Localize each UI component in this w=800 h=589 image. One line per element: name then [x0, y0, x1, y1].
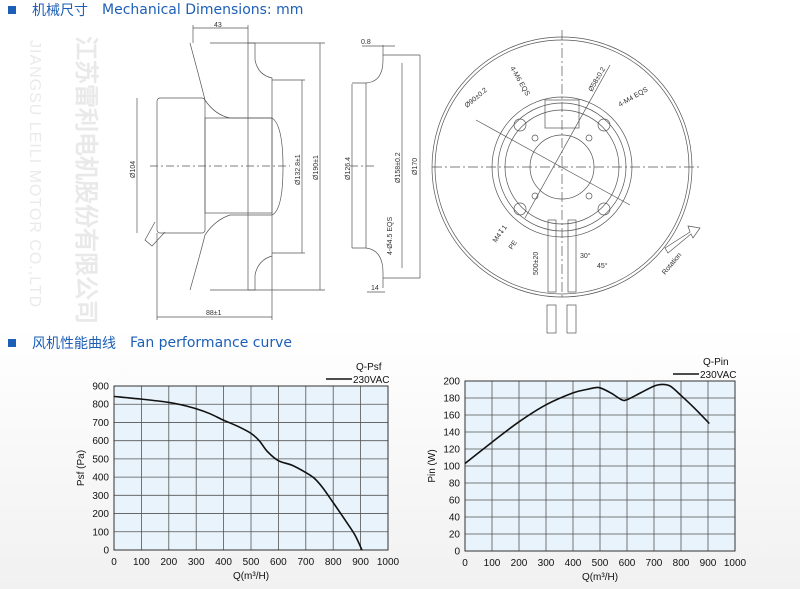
x-tick-label: 1000	[377, 557, 400, 568]
x-tick-label: 0	[111, 557, 117, 568]
heading-en: Mechanical Dimensions: mm	[102, 2, 304, 18]
y-tick-label: 900	[92, 382, 109, 393]
plot-border	[113, 385, 389, 551]
heading-cn: 机械尺寸	[32, 3, 88, 19]
x-axis-label: Q(m³/H)	[233, 571, 269, 582]
y-tick-label: 80	[449, 479, 461, 490]
x-tick-label: 200	[511, 558, 528, 569]
legend-label: 230VAC	[353, 375, 390, 386]
y-tick-label: 160	[443, 411, 460, 422]
bullet-square-icon	[8, 339, 16, 347]
y-tick-label: 100	[92, 527, 109, 538]
x-tick-label: 700	[646, 558, 663, 569]
dim-43: 43	[214, 22, 222, 29]
dim-d126: Ø126.4	[345, 157, 352, 180]
legend-title: Q-Psf	[356, 362, 382, 373]
x-tick-label: 600	[270, 557, 287, 568]
heading-mechanical: 机械尺寸 Mechanical Dimensions: mm	[8, 0, 303, 20]
x-tick-label: 900	[352, 557, 369, 568]
x-tick-label: 500	[243, 557, 260, 568]
x-axis-label: Q(m³/H)	[582, 572, 618, 583]
dim-88: 88±1	[206, 310, 222, 317]
x-tick-label: 800	[325, 557, 342, 568]
plot-border	[464, 380, 736, 552]
legend-title: Q-Pin	[703, 357, 729, 368]
x-tick-label: 300	[188, 557, 205, 568]
side-view	[136, 25, 325, 320]
y-tick-label: 200	[92, 509, 109, 520]
dim-d170: Ø170	[412, 158, 419, 175]
front-view	[431, 30, 701, 334]
x-tick-label: 200	[160, 557, 177, 568]
y-tick-label: 0	[103, 546, 109, 557]
series-line-230vac	[113, 395, 363, 551]
dim-d158: Ø158±0.2	[395, 152, 402, 183]
y-tick-label: 100	[443, 462, 460, 473]
y-tick-label: 200	[443, 377, 460, 388]
mechanical-drawing: 43 Ø104 Ø132.8±1 Ø190±1 88±1 0.8 Ø126.4 …	[130, 22, 701, 334]
label-pe: PE	[508, 239, 519, 251]
dim-holes: 4-Ø4.5 EQS	[387, 217, 394, 255]
inlet-ring-profile	[350, 45, 421, 293]
y-tick-label: 180	[443, 394, 460, 405]
x-tick-label: 500	[592, 558, 609, 569]
x-tick-label: 100	[133, 557, 150, 568]
bullet-square-icon	[8, 6, 16, 14]
x-tick-label: 400	[565, 558, 582, 569]
heading-en: Fan performance curve	[130, 335, 293, 351]
y-axis-label: Psf (Pa)	[76, 450, 87, 486]
y-tick-label: 400	[92, 473, 109, 484]
y-tick-label: 600	[92, 436, 109, 447]
y-tick-label: 140	[443, 428, 460, 439]
y-axis-label: Pin (W)	[427, 449, 438, 482]
x-tick-label: 700	[297, 557, 314, 568]
x-tick-label: 400	[215, 557, 232, 568]
y-tick-label: 800	[92, 400, 109, 411]
label-cable-length: 500±20	[533, 252, 540, 275]
y-tick-label: 500	[92, 454, 109, 465]
y-tick-label: 0	[454, 547, 460, 558]
label-45deg: 45°	[597, 262, 608, 270]
x-tick-label: 100	[484, 558, 501, 569]
y-tick-label: 20	[449, 530, 461, 541]
heading-performance: 风机性能曲线 Fan performance curve	[8, 333, 292, 353]
dim-d190: Ø190±1	[313, 155, 320, 180]
y-tick-label: 300	[92, 491, 109, 502]
dim-0-8: 0.8	[361, 39, 371, 46]
watermark-en: JIANGSU LEILI MOTOR CO.,LTD	[26, 40, 43, 308]
heading-cn: 风机性能曲线	[32, 336, 116, 352]
legend-label: 230VAC	[700, 370, 737, 381]
dim-14: 14	[371, 285, 379, 292]
x-tick-label: 1000	[724, 558, 747, 569]
x-tick-label: 800	[673, 558, 690, 569]
x-tick-label: 600	[619, 558, 636, 569]
series-line-230vac	[464, 383, 710, 465]
y-tick-label: 40	[449, 513, 461, 524]
dim-d132: Ø132.8±1	[295, 154, 302, 185]
x-tick-label: 300	[538, 558, 555, 569]
y-tick-label: 700	[92, 418, 109, 429]
x-tick-label: 0	[462, 558, 468, 569]
watermark-cn: 江苏雷利电机股份有限公司	[72, 36, 100, 324]
dim-d104: Ø104	[130, 161, 137, 178]
x-tick-label: 900	[700, 558, 717, 569]
y-tick-label: 60	[449, 496, 461, 507]
label-30deg: 30°	[580, 252, 591, 260]
y-tick-label: 120	[443, 445, 460, 456]
